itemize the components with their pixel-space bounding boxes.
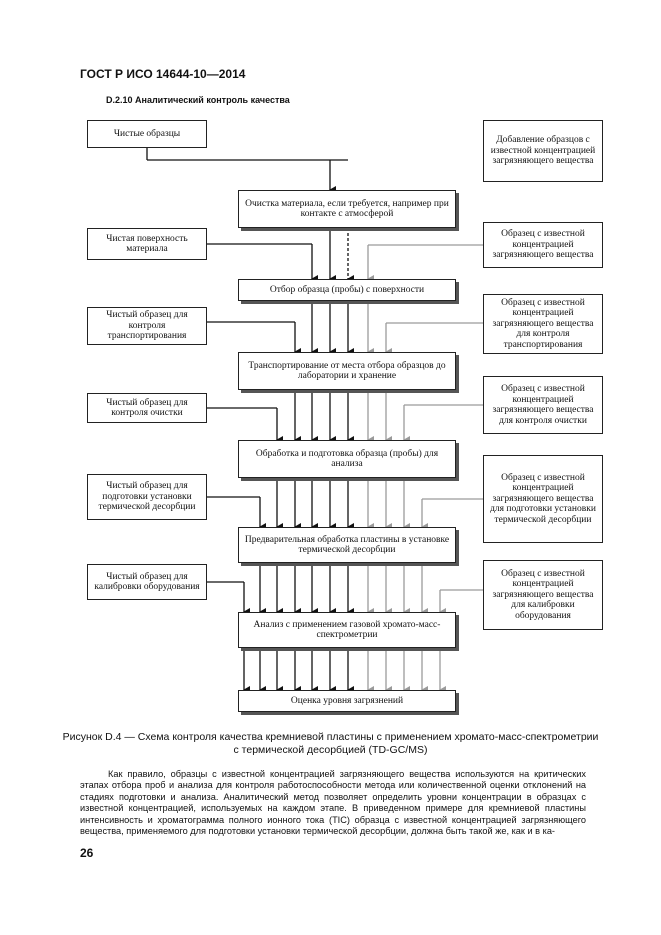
document-header: ГОСТ Р ИСО 14644-10—2014 (80, 67, 246, 81)
right-box-spiked-transport: Образец с известной концентрацией загряз… (483, 294, 603, 354)
left-box-transport-control: Чистый образец для контроля транспортиро… (87, 307, 207, 345)
left-box-cleaning-control: Чистый образец для контроля очистки (87, 393, 207, 423)
body-paragraph: Как правило, образцы с известной концент… (80, 769, 586, 837)
page-number: 26 (80, 846, 94, 860)
left-box-clean-samples: Чистые образцы (87, 120, 207, 148)
center-box-transport: Транспортирование от места отбора образц… (238, 352, 456, 390)
right-box-spiked-cleaning: Образец с известной концентрацией загряз… (483, 376, 603, 434)
center-box-evaluation: Оценка уровня загрязнений (238, 690, 456, 712)
left-box-clean-surface: Чистая поверхность материала (87, 228, 207, 260)
right-box-spiked-calibration: Образец с известной концентрацией загряз… (483, 560, 603, 630)
right-box-spiked-td: Образец с известной концентрацией загряз… (483, 455, 603, 543)
right-box-spiked-sample: Образец с известной концентрацией загряз… (483, 222, 603, 268)
center-box-cleaning: Очистка материала, если требуется, напри… (238, 190, 456, 228)
center-box-pretreatment: Предварительная обработка пластины в уст… (238, 527, 456, 563)
section-title: D.2.10 Аналитический контроль качества (106, 95, 290, 105)
left-box-td-prep: Чистый образец для подготовки установки … (87, 474, 207, 520)
center-box-analysis: Анализ с применением газовой хромато-мас… (238, 612, 456, 648)
left-box-calibration: Чистый образец для калибровки оборудован… (87, 564, 207, 600)
center-box-sampling: Отбор образца (пробы) с поверхности (238, 279, 456, 301)
right-box-spiked-add: Добавление образцов с известной концентр… (483, 120, 603, 182)
center-box-preparation: Обработка и подготовка образца (пробы) д… (238, 440, 456, 478)
figure-caption: Рисунок D.4 — Схема контроля качества кр… (62, 731, 599, 756)
